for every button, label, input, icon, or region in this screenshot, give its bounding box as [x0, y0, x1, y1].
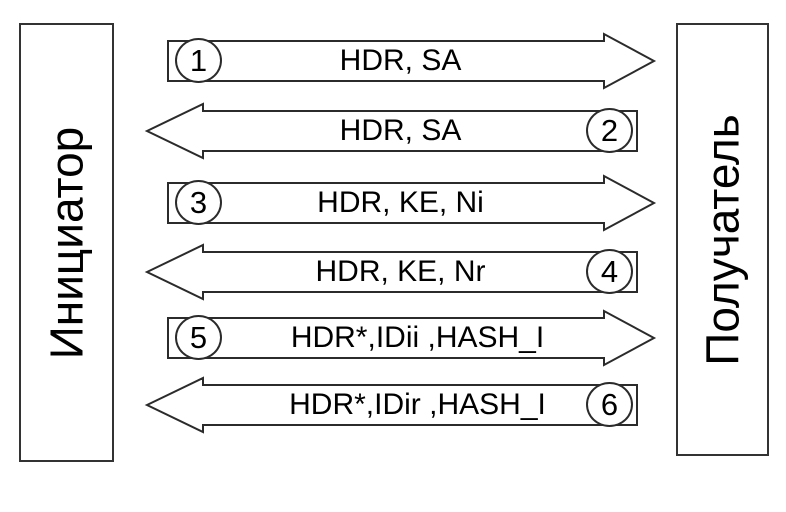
receiver-box: Получатель: [676, 23, 769, 456]
step-number-badge: 6: [586, 382, 633, 427]
arrow-left-icon: [144, 243, 638, 301]
message-row-6: 6 HDR*,IDir ,HASH_I: [144, 376, 655, 434]
arrow-left-icon: [144, 102, 638, 160]
step-number-badge: 2: [586, 108, 633, 153]
arrow-left-icon: [144, 376, 638, 434]
step-number-badge: 4: [586, 249, 633, 294]
step-number-badge: 5: [175, 315, 222, 360]
message-row-3: 3 HDR, KE, Ni: [146, 174, 657, 232]
message-row-2: 2 HDR, SA: [144, 102, 655, 160]
arrow-right-icon: [167, 32, 657, 90]
message-row-4: 4 HDR, KE, Nr: [144, 243, 655, 301]
message-row-1: 1 HDR, SA: [146, 32, 657, 90]
initiator-box: Инициатор: [19, 23, 114, 462]
step-number-badge: 3: [175, 180, 222, 225]
arrow-right-icon: [167, 309, 657, 367]
arrow-right-icon: [167, 174, 657, 232]
message-row-5: 5 HDR*,IDii ,HASH_I: [146, 309, 657, 367]
step-number-badge: 1: [175, 38, 222, 83]
initiator-label: Инициатор: [40, 126, 93, 359]
receiver-label: Получатель: [696, 113, 749, 366]
